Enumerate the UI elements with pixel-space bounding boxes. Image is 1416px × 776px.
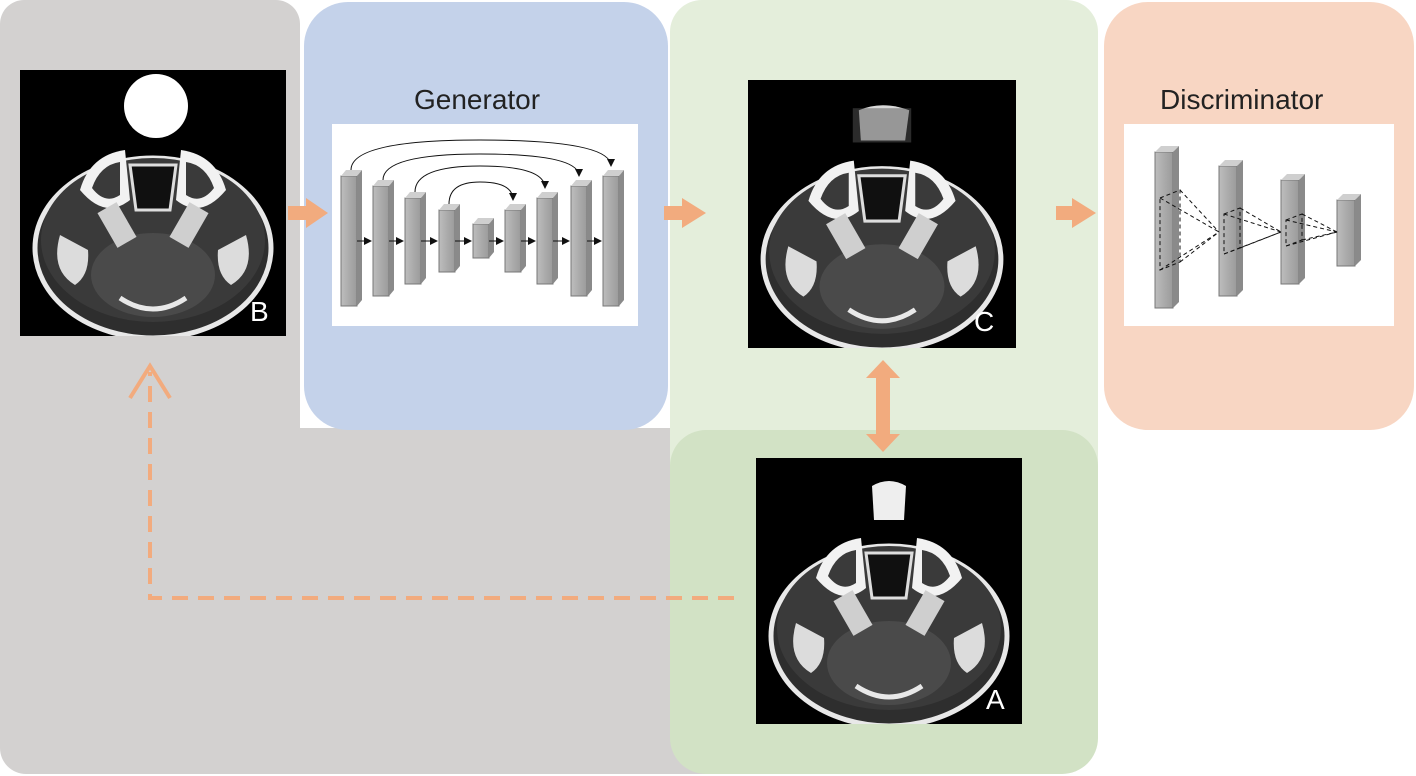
image-label-c: C [974, 306, 995, 337]
discriminator-title: Discriminator [1160, 84, 1324, 115]
flow-arrow-generator-to-output [664, 198, 706, 228]
image-label-b: B [250, 296, 269, 327]
ct-image-generated: C [748, 80, 1016, 348]
flow-arrow-input-to-generator [288, 198, 328, 228]
comparison-arrow-c-a [866, 360, 900, 452]
feedback-dashed-arrow [128, 362, 734, 600]
flow-arrow-output-to-discriminator [1056, 198, 1096, 228]
generator-unet [340, 139, 624, 307]
discriminator-network [1154, 146, 1361, 309]
image-label-a: A [986, 684, 1005, 715]
ct-image-ground-truth: A [756, 458, 1022, 724]
generator-title: Generator [414, 84, 541, 115]
ct-image-input: B [20, 70, 286, 336]
